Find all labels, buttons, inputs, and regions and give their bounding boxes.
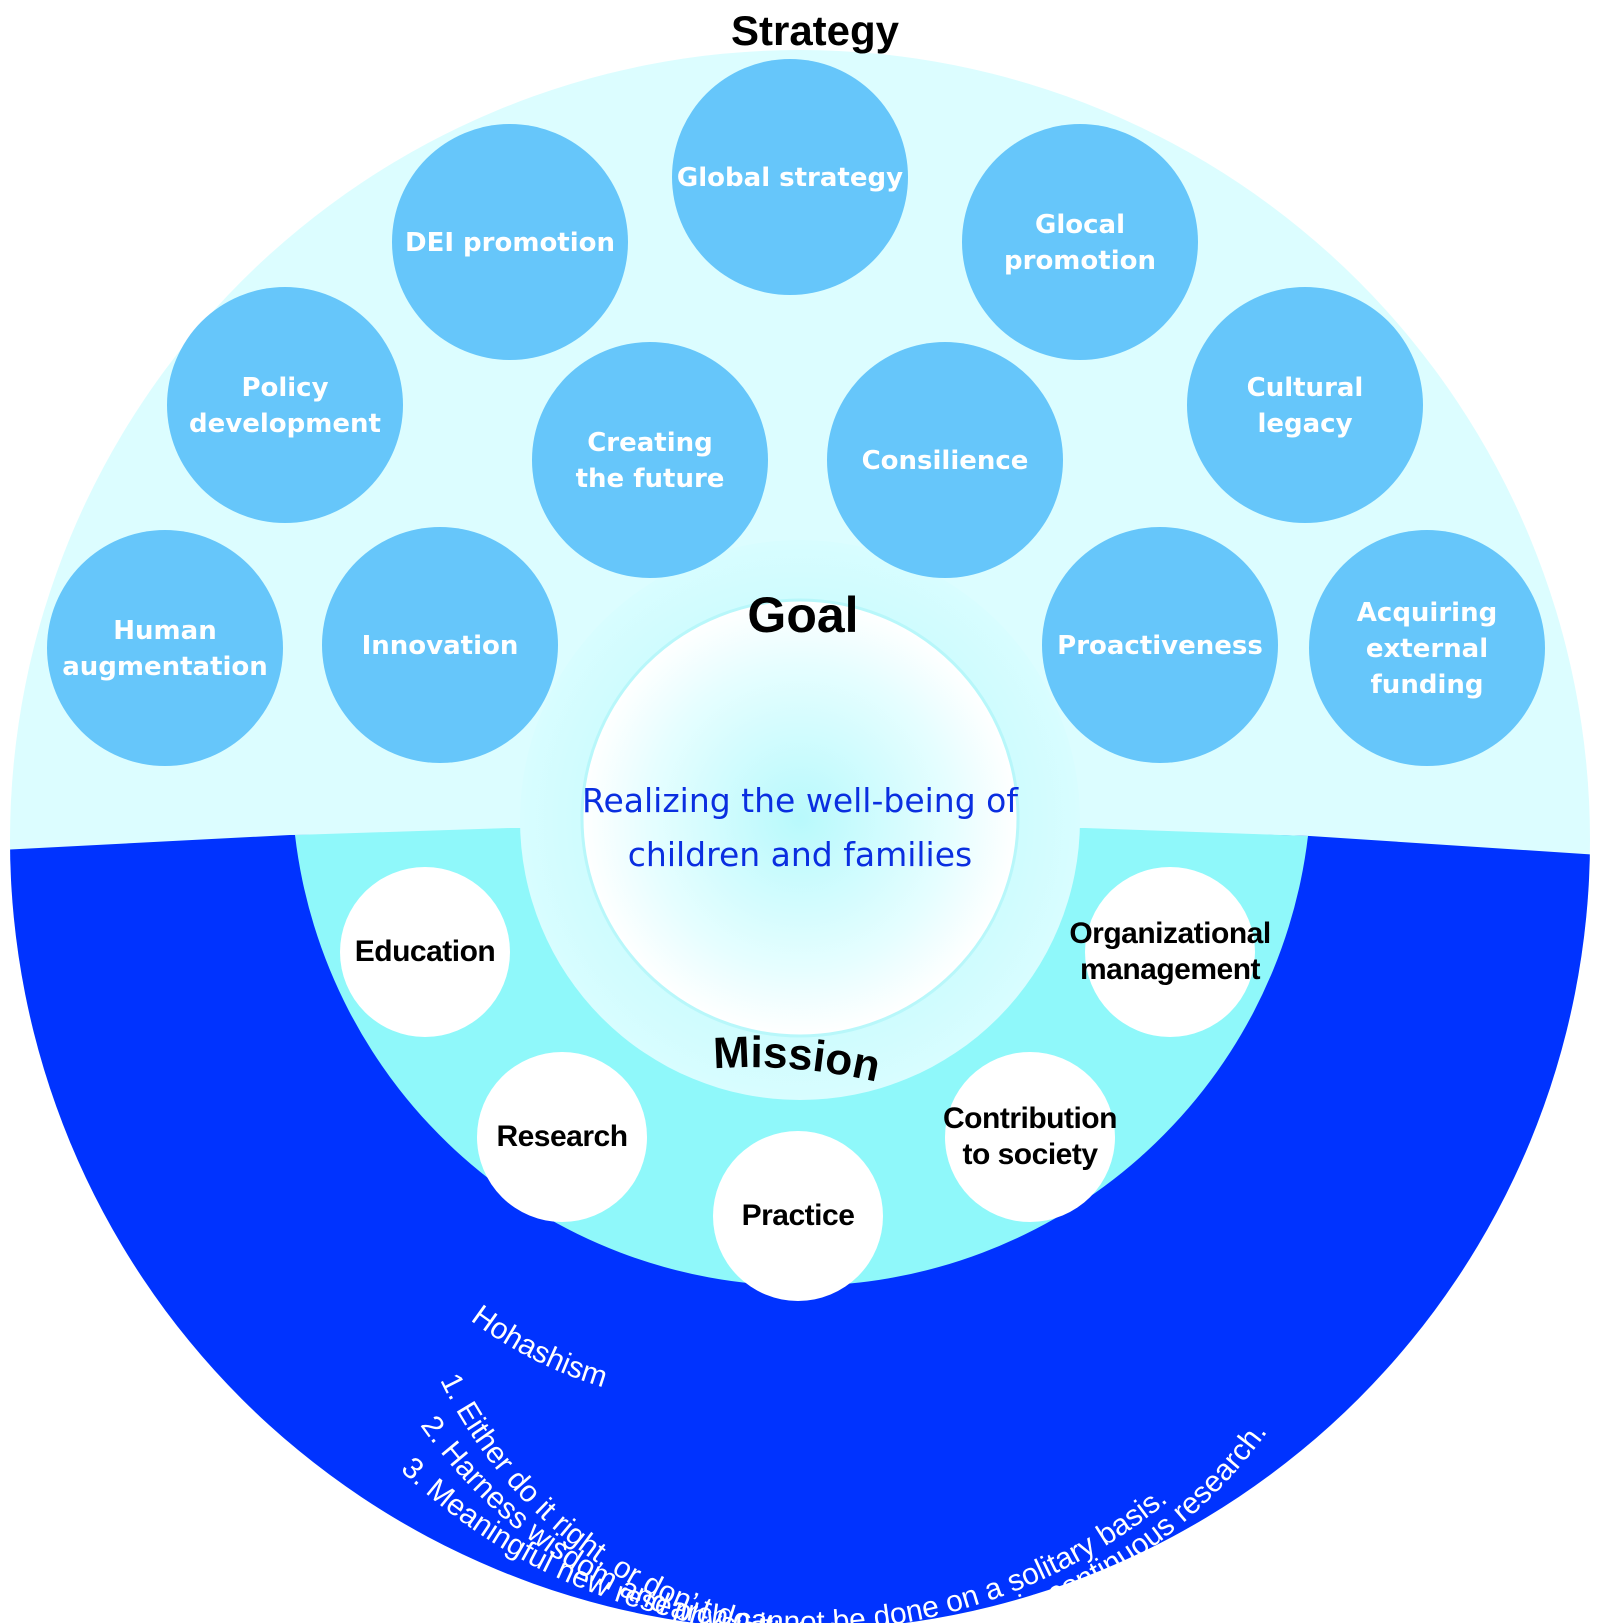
strategy-label: the future <box>576 464 725 494</box>
mission-label: management <box>1080 953 1261 986</box>
goal-statement-line-2: children and families <box>628 835 972 874</box>
strategy-label: promotion <box>1004 246 1156 276</box>
strategy-label: Consilience <box>862 446 1029 476</box>
goal-title: Goal <box>747 587 858 643</box>
strategy-bubble <box>47 530 283 766</box>
mission-bubble <box>945 1052 1115 1222</box>
strategy-label: Glocal <box>1035 210 1125 240</box>
mission-bubbles: Education OrganizationalmanagementResearc… <box>340 867 1271 1301</box>
strategy-label: Creating <box>587 428 713 458</box>
mission-bubble <box>477 1052 647 1222</box>
strategy-label: Innovation <box>362 631 519 661</box>
mission-label: Contribution <box>943 1102 1117 1135</box>
strategy-item-human-augmentation: Human augmentation <box>47 530 283 766</box>
strategy-bubble <box>167 287 403 523</box>
strategy-item-creating-the-future: Creating the future <box>532 342 768 578</box>
mission-label: to society <box>962 1138 1098 1171</box>
strategy-label: DEI promotion <box>405 228 615 258</box>
strategy-item-glocal-promotion: Glocal promotion <box>962 124 1198 360</box>
strategy-label: Acquiring <box>1357 598 1497 628</box>
strategy-item-dei-promotion: DEI promotion <box>392 124 628 360</box>
strategy-item-acquiring-external-funding: Acquiring external funding <box>1309 530 1545 766</box>
mission-item-research: Research <box>477 1052 647 1222</box>
strategy-label: Global strategy <box>677 163 903 193</box>
strategy-label: development <box>189 409 381 439</box>
mission-item-education: Education <box>340 867 510 1037</box>
strategy-label: legacy <box>1257 409 1352 439</box>
strategy-label: external <box>1366 634 1488 664</box>
goal-statement-line-1: Realizing the well-being of <box>582 781 1019 820</box>
mission-bubble <box>713 1131 883 1301</box>
strategy-bubble <box>322 527 558 763</box>
goal-circle <box>580 598 1020 1038</box>
strategy-bubble <box>827 342 1063 578</box>
mission-bubble <box>1085 867 1255 1037</box>
strategy-bubble <box>962 124 1198 360</box>
mission-label: Practice <box>742 1199 855 1232</box>
strategy-bubble <box>1042 527 1278 763</box>
strategy-item-proactiveness: Proactiveness <box>1042 527 1278 763</box>
strategy-item-policy-development: Policy development <box>167 287 403 523</box>
strategy-label: Human <box>113 616 216 646</box>
strategy-item-innovation: Innovation <box>322 527 558 763</box>
strategy-item-cultural-legacy: Cultural legacy <box>1187 287 1423 523</box>
strategy-bubble <box>532 342 768 578</box>
strategy-label: augmentation <box>62 652 268 682</box>
strategy-label: Proactiveness <box>1057 631 1263 661</box>
strategy-bubble <box>392 124 628 360</box>
strategy-bubble <box>1309 530 1545 766</box>
strategy-label: Cultural <box>1247 373 1364 403</box>
mission-label: Organizational <box>1069 917 1270 950</box>
strategy-item-consilience: Consilience <box>827 342 1063 578</box>
strategy-bubble <box>1187 287 1423 523</box>
mission-bubble <box>340 867 510 1037</box>
strategy-label: Policy <box>241 373 328 403</box>
strategy-label: funding <box>1371 670 1484 700</box>
mission-label: Research <box>496 1120 627 1153</box>
strategy-item-global-strategy: Global strategy <box>672 59 908 295</box>
mission-item-practice: Practice <box>713 1131 883 1301</box>
mission-label: Education <box>355 935 496 968</box>
strategy-title: Strategy <box>731 7 900 54</box>
strategy-bubble <box>672 59 908 295</box>
